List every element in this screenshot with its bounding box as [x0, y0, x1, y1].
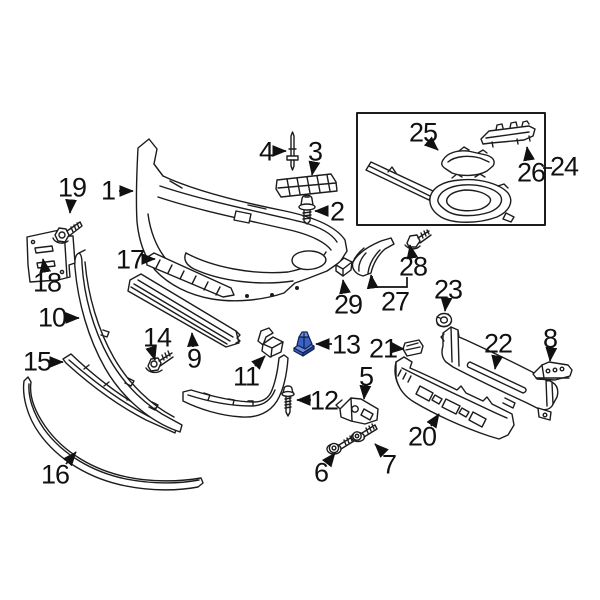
part-bumper-cover[interactable]	[135, 138, 348, 302]
part-clip-21[interactable]	[402, 339, 424, 357]
callout-19[interactable]: 19	[57, 172, 87, 203]
part-pin-4[interactable]	[286, 131, 299, 171]
callout-22[interactable]: 22	[483, 328, 513, 359]
part-clip-29[interactable]	[335, 257, 353, 277]
callout-16[interactable]: 16	[40, 459, 70, 490]
callout-29[interactable]: 29	[333, 289, 363, 320]
part-bolt-28[interactable]	[404, 229, 432, 250]
part-bolt-14[interactable]	[145, 350, 174, 374]
part-bolt-12[interactable]	[281, 385, 295, 417]
callout-15[interactable]: 15	[22, 346, 52, 377]
part-grille-molding[interactable]	[145, 252, 235, 298]
callout-28[interactable]: 28	[398, 251, 428, 282]
callout-12[interactable]: 12	[309, 385, 339, 416]
part-valance-band[interactable]	[182, 354, 289, 418]
part-bezel-bracket[interactable]	[480, 120, 536, 148]
callout-13[interactable]: 13	[331, 329, 361, 360]
callout-9[interactable]: 9	[186, 343, 202, 374]
part-grid-strip[interactable]	[275, 173, 338, 198]
part-energy-absorber[interactable]	[394, 356, 515, 440]
part-bumper-cover-lower[interactable]	[74, 249, 183, 433]
part-air-duct[interactable]	[351, 237, 395, 277]
part-screw-6[interactable]	[326, 435, 355, 455]
inset-box-24	[356, 112, 546, 226]
callout-10[interactable]: 10	[37, 302, 67, 333]
callout-17[interactable]: 17	[115, 244, 145, 275]
part-screw-7[interactable]	[350, 423, 378, 443]
part-bracket-8[interactable]	[532, 361, 573, 381]
part-clip-13-highlighted[interactable]	[293, 331, 315, 357]
callout-3[interactable]: 3	[307, 136, 323, 167]
callout-14[interactable]: 14	[142, 322, 172, 353]
leader-arrows	[39, 136, 558, 468]
callout-7[interactable]: 7	[381, 449, 397, 480]
callout-23[interactable]: 23	[433, 274, 463, 305]
callout-11[interactable]: 11	[232, 361, 260, 392]
part-nut-23[interactable]	[435, 312, 453, 328]
callout-8[interactable]: 8	[542, 323, 558, 354]
part-clip-11[interactable]	[257, 327, 284, 358]
part-bolt-19[interactable]	[52, 221, 83, 244]
callout-18[interactable]: 18	[32, 267, 62, 298]
callout-20[interactable]: 20	[407, 421, 437, 452]
callout-24[interactable]: 24	[549, 151, 579, 182]
part-bolt-2[interactable]	[298, 194, 316, 225]
callout-27[interactable]: 27	[380, 286, 410, 317]
callout-26[interactable]: 26	[516, 157, 546, 188]
callout-21[interactable]: 21	[368, 333, 398, 364]
part-fog-bezel-upper[interactable]	[441, 146, 495, 177]
callout-4[interactable]: 4	[258, 136, 274, 167]
callout-2[interactable]: 2	[329, 196, 345, 227]
part-side-bracket-5[interactable]	[335, 397, 379, 425]
part-lower-grille[interactable]	[127, 273, 241, 348]
callout-25[interactable]: 25	[408, 117, 438, 148]
callout-5[interactable]: 5	[358, 361, 374, 392]
callout-1[interactable]: 1	[100, 175, 116, 206]
part-fog-bezel-main[interactable]	[365, 161, 515, 223]
callout-6[interactable]: 6	[313, 457, 329, 488]
